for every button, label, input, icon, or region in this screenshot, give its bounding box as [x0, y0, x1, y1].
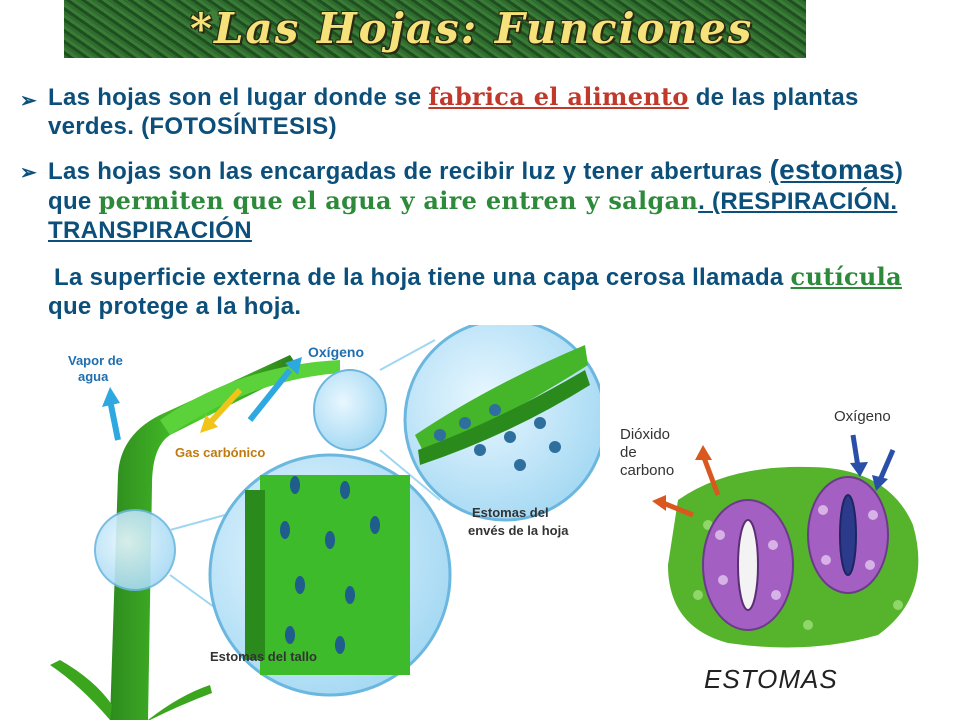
p1-text-c: de las plantas verdes. (FOTOSÍNTESIS) — [48, 84, 859, 140]
paragraph-1: Las hojas son el lugar donde se fabrica … — [48, 82, 928, 141]
p2-highlight: permiten que el agua y aire entren y sal… — [98, 186, 699, 215]
bullet-icon: ➢ — [20, 90, 37, 112]
p2-text-c: ) que — [48, 158, 904, 215]
p2-estomas: (estomas — [769, 154, 895, 185]
paragraph-2: Las hojas son las encargadas de recibir … — [48, 155, 928, 245]
co2-arrow-icon — [205, 387, 243, 428]
vapor-arrow-icon — [107, 399, 121, 441]
label-gas: Gas carbónico — [175, 445, 265, 460]
label-oxigeno-right: Oxígeno — [834, 408, 891, 425]
label-estomas-tallo: Estomas del tallo — [210, 649, 317, 664]
bullet-icon: ➢ — [20, 162, 37, 184]
page-title: *Las Hojas: Funciones — [190, 4, 754, 53]
p2-text-e: . (RESPIRACIÓN. TRANSPIRACIÓN — [48, 188, 898, 244]
p2-text-a: Las hojas son las encargadas de recibir … — [48, 158, 770, 185]
p3-text-a: La superficie externa de la hoja tiene u… — [54, 264, 791, 291]
title-banner — [64, 0, 806, 58]
p3-cuticula: cutícula — [790, 262, 902, 291]
p1-text-a: Las hojas son el lugar donde se — [48, 84, 429, 111]
label-oxigeno: Oxígeno — [308, 344, 364, 360]
p1-highlight: fabrica el alimento — [428, 82, 689, 111]
co2-out-arrow-icon — [700, 454, 721, 496]
paragraph-3: La superficie externa de la hoja tiene u… — [48, 262, 918, 321]
p3-text-c: que protege a la hoja. — [48, 293, 302, 320]
oxygen-arrow-icon — [247, 368, 293, 422]
figure-caption: ESTOMAS — [704, 664, 838, 694]
